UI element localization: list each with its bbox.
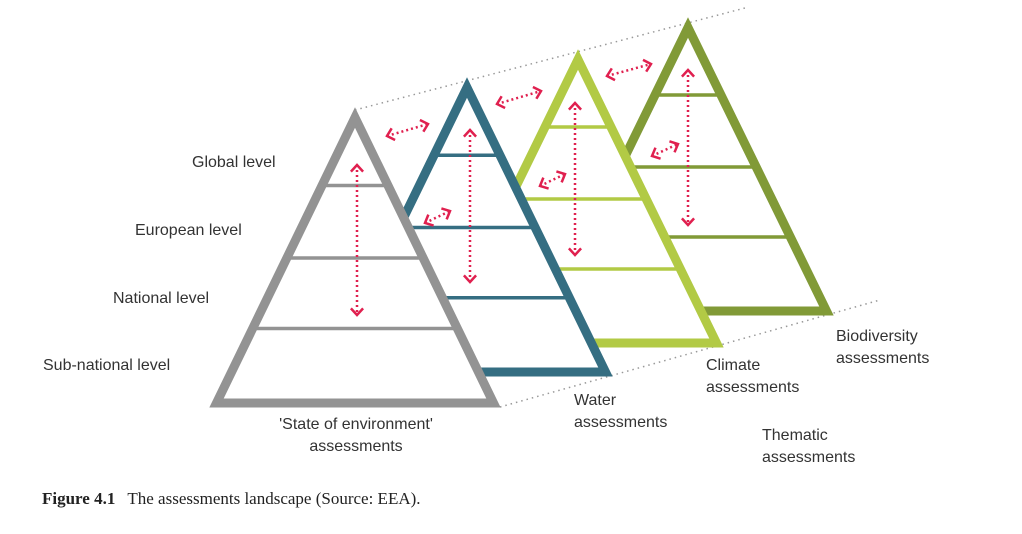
link-arrow-climate-0-head-start <box>495 95 506 110</box>
figure-caption-text: The assessments landscape (Source: EEA). <box>127 489 421 508</box>
vertical-arrow-water-head-start <box>462 128 478 138</box>
climate-label: Climate assessments <box>706 357 800 396</box>
level-label-european: European level <box>135 222 242 239</box>
link-arrow-climate-1-head-end <box>556 170 567 183</box>
vertical-arrow-climate-head-end <box>567 247 583 257</box>
level-label-global: Global level <box>192 154 276 171</box>
link-arrow-biodiversity-0-head-end <box>642 58 653 73</box>
figure-number: Figure 4.1 <box>42 489 116 508</box>
link-arrow-water-0-head-end <box>419 118 430 133</box>
biodiversity-label: Biodiversity assessments <box>836 328 930 367</box>
vertical-arrow-state-of-environment-head-end <box>349 307 365 317</box>
link-arrow-biodiversity-1-head-end <box>669 140 680 153</box>
perspective-line-top <box>354 7 746 111</box>
link-arrow-water-0 <box>386 122 429 138</box>
vertical-arrow-water-head-end <box>462 274 478 284</box>
link-arrow-climate-1-head-start <box>538 177 549 190</box>
level-label-subnational: Sub-national level <box>43 357 171 374</box>
state-of-environment-label: 'State of environment' assessments <box>279 416 433 455</box>
link-arrow-climate-0-head-end <box>532 85 543 100</box>
link-arrow-climate-0 <box>496 89 542 106</box>
water-label: Water assessments <box>574 392 668 431</box>
thematic-label: Thematic assessments <box>762 427 856 466</box>
pyramid-state-of-environment <box>209 107 501 408</box>
link-arrow-biodiversity-0 <box>606 62 652 78</box>
vertical-arrow-biodiversity-head-start <box>680 68 696 78</box>
link-arrow-water-1-head-start <box>423 214 434 227</box>
link-arrow-water-0-head-start <box>385 127 396 142</box>
vertical-arrow-biodiversity-head-end <box>680 217 696 227</box>
link-arrow-biodiversity-1-head-start <box>650 147 661 160</box>
level-label-national: National level <box>113 290 210 307</box>
link-arrow-water-1-head-end <box>441 207 452 220</box>
vertical-arrow-climate-head-start <box>567 101 583 111</box>
vertical-arrow-state-of-environment-head-start <box>349 163 365 173</box>
link-arrow-biodiversity-0-head-start <box>605 67 616 82</box>
figure-caption: Figure 4.1 The assessments landscape (Sou… <box>42 489 421 509</box>
